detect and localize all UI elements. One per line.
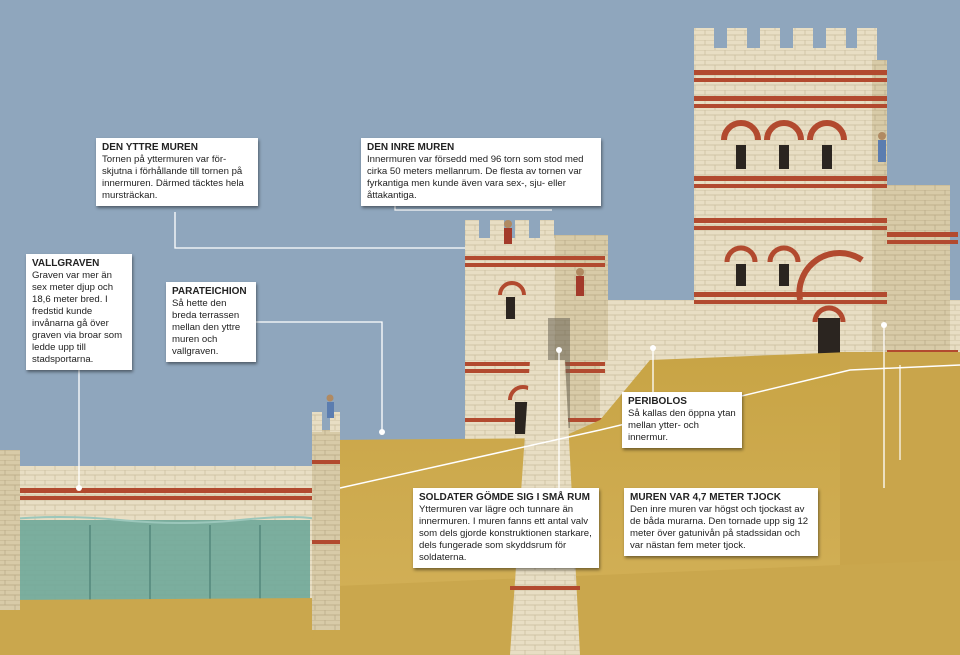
callout-inre-muren: DEN INRE MUREN Innermuren var försedd me…	[361, 138, 601, 206]
outer-wall-post	[312, 394, 340, 630]
callout-muren-tjock: MUREN VAR 4,7 METER TJOCK Den inre muren…	[624, 488, 818, 556]
callout-body: Så hette den breda terrassen mellan den …	[172, 298, 241, 357]
callout-body: Graven var mer än sex meter djup och 18,…	[32, 270, 123, 365]
callout-title: VALLGRAVEN	[32, 258, 100, 269]
callout-title: PERIBOLOS	[628, 396, 687, 407]
outer-tower	[465, 220, 608, 443]
callout-title: DEN YTTRE MUREN	[102, 142, 198, 153]
leader-dots	[76, 322, 887, 491]
callout-title: SOLDATER GÖMDE SIG I SMÅ RUM	[419, 492, 590, 503]
callout-peribolos: PERIBOLOS Så kallas den öppna ytan mella…	[622, 392, 742, 448]
callout-title: MUREN VAR 4,7 METER TJOCK	[630, 492, 781, 503]
callout-body: Så kallas den öppna ytan mellan ytter- o…	[628, 408, 736, 443]
callout-soldater: SOLDATER GÖMDE SIG I SMÅ RUM Yttermuren …	[413, 488, 599, 568]
callout-body: Den inre muren var högst och tjockast av…	[630, 504, 809, 551]
callout-body: Tornen på yttermuren var för-skjutna i f…	[102, 154, 244, 201]
callout-vallgraven: VALLGRAVEN Graven var mer än sex meter d…	[26, 254, 132, 370]
callout-body: Yttermuren var lägre och tunnare än inne…	[419, 504, 592, 563]
callout-parateichion: PARATEICHION Så hette den breda terrasse…	[166, 282, 256, 362]
callout-title: DEN INRE MUREN	[367, 142, 455, 153]
callout-yttre-muren: DEN YTTRE MUREN Tornen på yttermuren var…	[96, 138, 258, 206]
callout-body: Innermuren var försedd med 96 torn som s…	[367, 154, 584, 201]
moat	[0, 450, 321, 655]
callout-title: PARATEICHION	[172, 286, 247, 297]
inner-tower	[694, 28, 887, 360]
